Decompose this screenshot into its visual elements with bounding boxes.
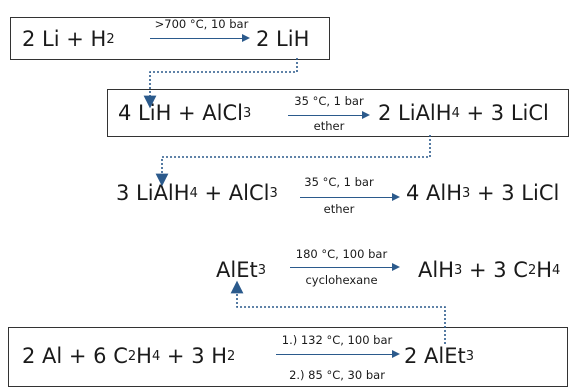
reaction-3-condition-above: 35 °C, 1 bar bbox=[304, 175, 374, 189]
reaction-5-condition-above: 1.) 132 °C, 100 bar bbox=[281, 333, 393, 347]
reaction-2-condition-below: ether bbox=[313, 119, 345, 133]
formula-text: 2 LiH bbox=[256, 27, 310, 51]
formula-text: + 3 H bbox=[160, 344, 228, 368]
formula-text: 3 LiAlH bbox=[116, 181, 190, 205]
formula-text: 2 AlEt bbox=[404, 344, 466, 368]
formula-text: 2 Al + 6 C bbox=[22, 344, 128, 368]
reaction-5-arrow bbox=[276, 349, 400, 358]
formula-text: + 3 C bbox=[462, 258, 528, 282]
reaction-1-arrow bbox=[150, 33, 250, 42]
reaction-1-condition-above: >700 °C, 10 bar bbox=[154, 17, 249, 31]
reaction-1-rhs: 2 LiH bbox=[256, 29, 309, 50]
formula-text: AlH bbox=[418, 258, 454, 282]
formula-text: + 3 LiCl bbox=[470, 181, 560, 205]
formula-text: + 3 LiCl bbox=[459, 101, 549, 125]
reaction-2-box bbox=[107, 89, 569, 137]
reaction-4-condition-below: cyclohexane bbox=[305, 273, 378, 287]
formula-text: H bbox=[536, 258, 553, 282]
reaction-4-arrow bbox=[290, 262, 400, 271]
reaction-5-condition-below: 2.) 85 °C, 30 bar bbox=[289, 368, 385, 382]
formula-text: + AlCl bbox=[197, 181, 270, 205]
reaction-3-condition-below: ether bbox=[323, 202, 355, 216]
connector-2-to-3 bbox=[155, 135, 431, 187]
connector-1-to-2 bbox=[143, 58, 298, 109]
formula-text: 2 Li + H bbox=[22, 27, 107, 51]
formula-text: 4 AlH bbox=[406, 181, 463, 205]
reaction-4-condition-above: 180 °C, 100 bar bbox=[295, 247, 388, 261]
connector-5-to-4 bbox=[230, 280, 446, 344]
reaction-2-condition-above: 35 °C, 1 bar bbox=[294, 94, 364, 108]
formula-text: 2 LiAlH bbox=[378, 101, 452, 125]
formula-text: H bbox=[136, 344, 152, 368]
reaction-3-arrow bbox=[300, 192, 400, 201]
formula-text: AlEt bbox=[216, 258, 258, 282]
reaction-2-arrow bbox=[288, 110, 370, 119]
